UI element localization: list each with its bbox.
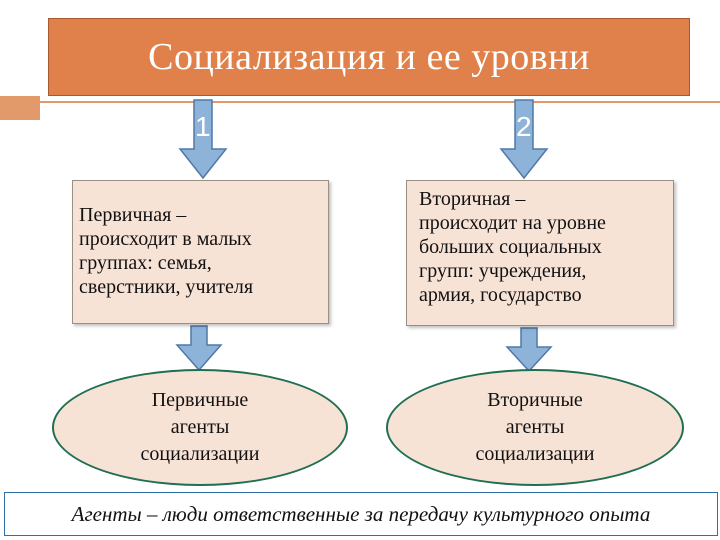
primary-agents-text: Первичные агенты социализации [140,389,260,465]
secondary-level-box: Вторичная – происходит на уровне больших… [406,180,674,326]
arrow-primary-agents [175,325,223,372]
level-number-2: 2 [516,111,532,142]
level-number-1: 1 [195,111,211,142]
accent-square [0,96,40,120]
arrow-secondary-agents [505,327,553,373]
arrow-level-2 [499,99,549,180]
primary-level-text: Первичная – происходит в малых группах: … [79,204,254,298]
footer-text: Агенты – люди ответственные за передачу … [71,501,651,526]
primary-level-box: Первичная – происходит в малых группах: … [72,180,329,324]
title-box: Социализация и ее уровни [48,18,690,96]
secondary-agents-text: Вторичные агенты социализации [475,389,595,465]
secondary-agents-ellipse: Вторичные агенты социализации [386,369,684,486]
primary-agents-ellipse: Первичные агенты социализации [52,369,348,486]
arrow-level-1 [178,99,228,180]
secondary-level-text: Вторичная – происходит на уровне больших… [419,188,606,306]
footer-definition: Агенты – люди ответственные за передачу … [4,492,718,536]
page-title: Социализация и ее уровни [148,36,590,78]
accent-line [0,101,720,103]
